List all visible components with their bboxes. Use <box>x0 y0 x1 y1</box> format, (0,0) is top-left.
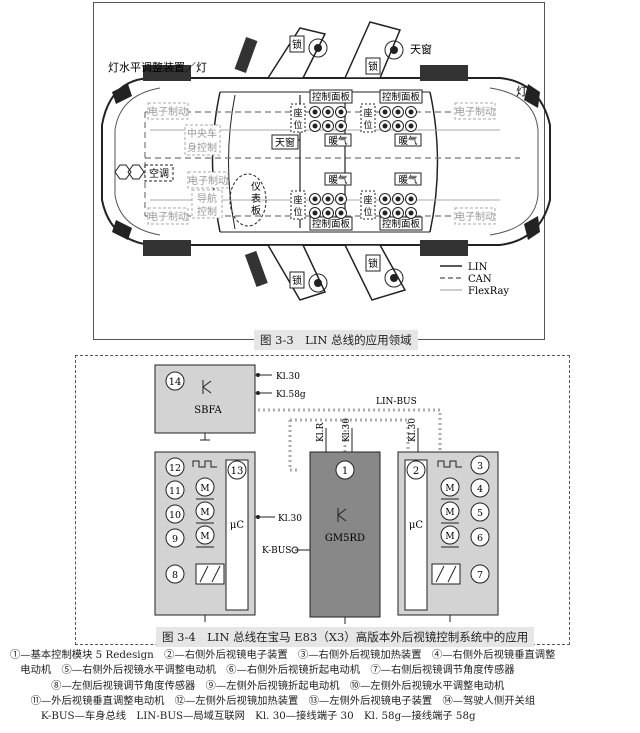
sbfa-kl58g: Kl.58g <box>276 390 306 400</box>
left-kl30: Kl.30 <box>278 514 302 524</box>
svg-text:FlexRay: FlexRay <box>468 286 509 297</box>
motor-icon <box>440 477 460 497</box>
seat-label: 座 <box>363 107 372 119</box>
uc-left: μC <box>230 520 244 531</box>
mirror-control-diagram: 14 SBFA Kl.30 Kl.58g LIN-BUS μC 13 Kl.30… <box>154 364 499 624</box>
mid-klr: Kl.R <box>316 423 326 442</box>
num-11: 11 <box>169 486 181 497</box>
door-top-front <box>234 27 327 79</box>
seat-label: 位 <box>293 119 302 131</box>
lock-bottom-front: 锁 <box>292 274 302 287</box>
seat-label: 座 <box>363 194 372 206</box>
uc-right: μC <box>409 520 423 531</box>
control-panel-label: 控制面板 <box>382 218 421 230</box>
instrument-3: 板 <box>251 204 261 217</box>
nav-2: 控制 <box>197 205 217 218</box>
legend-line-5: K-BUS—车身总线 LIN-BUS—局域互联网 Kl. 30—接线端子 30 … <box>10 710 476 723</box>
right-kl30: Kl.30 <box>408 418 418 442</box>
caption-fig-3-4: 图 3-4 LIN 总线在宝马 E83（X3）高版本外后视镜控制系统中的应用 <box>156 627 535 647</box>
svg-text:M: M <box>445 532 454 542</box>
motor-icon <box>195 477 215 497</box>
seat-label: 座 <box>293 194 302 206</box>
lamp-label: 灯 <box>516 85 527 98</box>
instrument-2: 表 <box>251 192 261 205</box>
e-ctrl-rr: 电子制动 <box>455 210 495 223</box>
door-top-rear <box>343 21 402 79</box>
wheel-rr <box>420 240 468 256</box>
num-10: 10 <box>169 510 181 521</box>
motor-icon <box>440 501 460 521</box>
lock-bottom-rear: 锁 <box>368 257 378 270</box>
svg-text:CAN: CAN <box>468 274 492 285</box>
car-topview-diagram: 电子制动 电子制动 电子制动 电子制动 电子制动 中央车 身控制 导航 控制 空… <box>101 21 551 301</box>
num-4: 4 <box>477 484 483 495</box>
heater-icon <box>437 460 462 468</box>
seat-label: 位 <box>363 206 372 218</box>
wheel-fr <box>143 240 191 256</box>
legend-line-1: ①—基本控制模块 5 Redesign ②—右侧外后视镜电子装置 ③—右侧外后视… <box>10 649 556 661</box>
num-6: 6 <box>477 533 483 544</box>
e-ctrl-fr: 电子制动 <box>148 210 188 223</box>
gm5rd-label: GM5RD <box>325 533 365 544</box>
heating-label: 暖气 <box>398 135 418 147</box>
num-13: 13 <box>231 466 244 477</box>
title-left: 灯水平调整装置／灯 <box>108 60 207 74</box>
lock-top-front: 锁 <box>292 38 302 51</box>
wheel-rl <box>420 65 468 81</box>
seat-label: 位 <box>293 206 302 218</box>
num-3: 3 <box>477 461 483 472</box>
legend-line-3: ⑧—左侧后视镜调节角度传感器 ⑨—左侧外后视镜折起电动机 ⑩—左侧外后视镜水平调… <box>10 679 505 692</box>
svg-text:M: M <box>200 532 209 542</box>
motor-icon <box>195 525 215 545</box>
svg-text:LIN: LIN <box>468 262 488 273</box>
num-8: 8 <box>172 570 178 581</box>
sunroof-box-label: 天窗 <box>275 136 295 149</box>
e-ctrl-mid: 电子制动 <box>188 174 228 187</box>
wheel-fl <box>143 65 191 81</box>
sbfa-kl30: Kl.30 <box>276 372 300 382</box>
svg-text:M: M <box>445 508 454 518</box>
heater-icon <box>192 460 217 468</box>
heating-label: 暖气 <box>328 135 348 147</box>
e-ctrl-rl: 电子制动 <box>455 105 495 118</box>
num-14: 14 <box>169 377 182 388</box>
heating-label: 暖气 <box>328 174 348 186</box>
control-panel-label: 控制面板 <box>312 91 351 103</box>
num-9: 9 <box>172 534 178 545</box>
control-panel-label: 控制面板 <box>382 91 421 103</box>
lock-top-rear: 锁 <box>368 60 378 73</box>
seat-label: 位 <box>363 119 372 131</box>
motor-icon <box>195 501 215 521</box>
control-panel-label: 控制面板 <box>312 218 351 230</box>
mid-kl30: Kl.30 <box>342 418 352 442</box>
num-7: 7 <box>477 570 483 581</box>
heating-label: 暖气 <box>398 174 418 186</box>
seat-label: 座 <box>293 107 302 119</box>
svg-text:M: M <box>200 508 209 518</box>
caption-fig-3-3: 图 3-3 LIN 总线的应用领域 <box>254 330 418 350</box>
motor-icon <box>440 525 460 545</box>
legend-line-4: ⑪—外后视镜垂直调整电动机 ⑫—左侧外后视镜加热装置 ⑬—左侧外后视镜电子装置 … <box>10 694 536 707</box>
legend-line-2: 电动机 ⑤—右侧外后视镜水平调整电动机 ⑥—右侧外后视镜折起电动机 ⑦—右侧后视… <box>10 664 515 677</box>
numbered-legend: ①—基本控制模块 5 Redesign ②—右侧外后视镜电子装置 ③—右侧外后视… <box>10 648 630 724</box>
kbus-label: K-BUS <box>262 546 291 556</box>
central-body-1: 中央车 <box>187 127 217 140</box>
num-2: 2 <box>413 466 419 477</box>
nav-1: 导航 <box>197 192 217 205</box>
sensor-icon <box>195 563 225 585</box>
e-ctrl-fl: 电子制动 <box>148 105 188 118</box>
instrument-1: 仪 <box>251 181 261 193</box>
central-body-2: 身控制 <box>187 141 217 154</box>
num-12: 12 <box>169 463 181 474</box>
sensor-icon <box>431 563 461 585</box>
ac-label: 空调 <box>149 167 169 180</box>
svg-text:M: M <box>200 484 209 494</box>
num-1: 1 <box>342 466 348 477</box>
svg-text:M: M <box>445 484 454 494</box>
sbfa-label: SBFA <box>194 405 222 416</box>
bus-legend: LIN CAN FlexRay <box>440 262 509 297</box>
linbus-label: LIN-BUS <box>376 397 417 407</box>
sunroof-label: 天窗 <box>410 42 432 56</box>
num-5: 5 <box>477 508 483 519</box>
